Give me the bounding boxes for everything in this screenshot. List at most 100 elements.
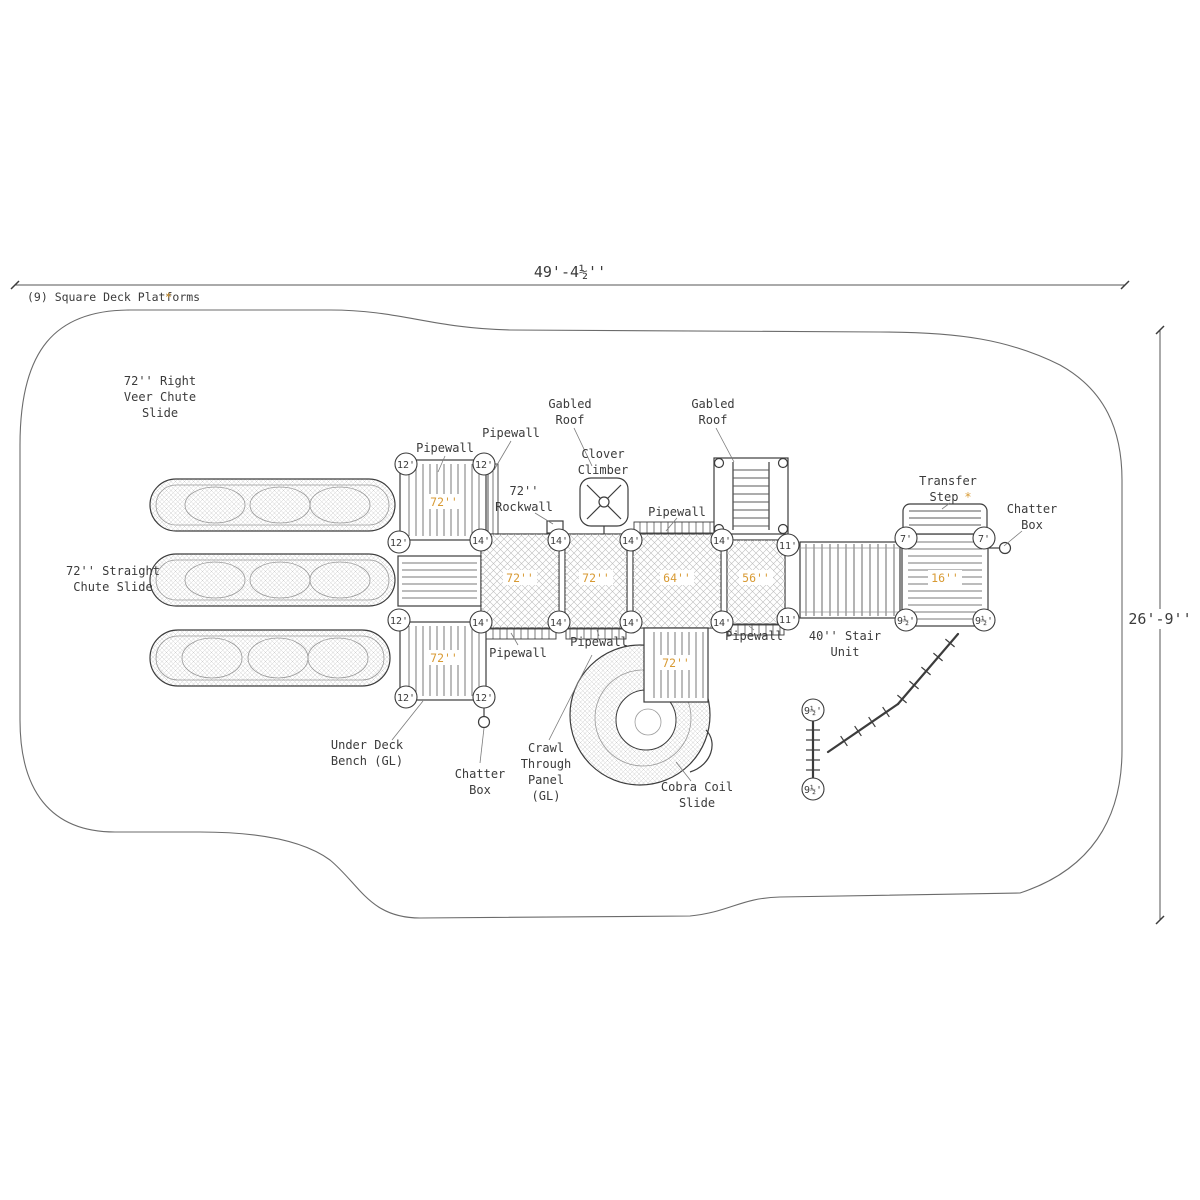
svg-text:Panel: Panel: [528, 773, 564, 787]
height-badge: 14': [619, 610, 643, 634]
size-chip: 64'': [660, 570, 694, 585]
label-pipewall-3: Pipewall: [648, 505, 706, 519]
pipewall-strip-top: [633, 521, 721, 534]
dim-tick-right: [1120, 280, 1130, 290]
label-pipewall-2: Pipewall: [482, 426, 540, 440]
svg-text:72'': 72'': [430, 495, 458, 509]
platforms-note-asterisk: *: [165, 290, 172, 304]
size-chip: 72'': [579, 570, 613, 585]
deck-height-badges: 12' 12' 12' 12' 12' 12' 14' 14' 14' 14' …: [387, 452, 996, 801]
svg-text:9½': 9½': [804, 784, 822, 796]
svg-text:72'': 72'': [662, 656, 690, 670]
svg-text:12': 12': [397, 460, 415, 471]
size-chip: 72'': [427, 650, 461, 665]
height-badge: 9½': [801, 777, 825, 801]
svg-text:72'' Right: 72'' Right: [124, 374, 196, 388]
label-pipewall-1: Pipewall: [416, 441, 474, 455]
svg-text:9½': 9½': [897, 615, 915, 627]
svg-text:12': 12': [475, 460, 493, 471]
label-straight-chute: 72'' Straight Chute Slide: [66, 564, 160, 594]
size-chip: 56'': [739, 570, 773, 585]
svg-text:Gabled: Gabled: [691, 397, 734, 411]
height-badge: 12': [394, 452, 418, 476]
pipewall-strip-bottom-b: [565, 628, 627, 640]
svg-text:11': 11': [779, 541, 797, 552]
height-badge: 9½': [894, 608, 918, 632]
width-dimension: 49'-4½'': [10, 263, 1130, 290]
height-badge: 14': [619, 528, 643, 552]
gabled-roof-structure: [713, 457, 789, 535]
svg-text:9½': 9½': [804, 705, 822, 717]
height-badge: 11': [776, 533, 800, 557]
height-badge: 11': [776, 607, 800, 631]
svg-text:Veer Chute: Veer Chute: [124, 390, 196, 404]
svg-text:Transfer: Transfer: [919, 474, 977, 488]
height-badge: 12': [472, 685, 496, 709]
svg-text:72'' Straight: 72'' Straight: [66, 564, 160, 578]
height-badge: 9½': [801, 698, 825, 722]
size-chip: 72'': [427, 494, 461, 509]
label-chatter-box-left: Chatter Box: [455, 767, 506, 797]
svg-text:40'' Stair: 40'' Stair: [809, 629, 881, 643]
height-dimension-text: 26'-9'': [1128, 610, 1191, 628]
main-deck-b: [564, 533, 628, 629]
size-chip: 16'': [928, 570, 962, 585]
svg-text:Under Deck: Under Deck: [331, 738, 404, 752]
transfer-step: [902, 503, 988, 535]
svg-text:12': 12': [475, 693, 493, 704]
dim-text-backing: [1127, 609, 1193, 629]
svg-text:Step: Step: [930, 490, 959, 504]
pipewall-strip-bottom-a: [485, 628, 557, 640]
svg-text:Chatter: Chatter: [455, 767, 506, 781]
svg-text:14': 14': [622, 536, 640, 547]
label-crawl-through: Crawl Through Panel (GL): [521, 741, 572, 803]
stair-unit: [799, 541, 901, 619]
svg-text:72'': 72'': [430, 651, 458, 665]
height-badge: 9½': [972, 608, 996, 632]
height-badge: 14': [710, 528, 734, 552]
height-badge: 7': [972, 526, 996, 550]
height-badge: 12': [387, 530, 411, 554]
svg-text:7': 7': [900, 534, 912, 545]
svg-text:Slide: Slide: [679, 796, 715, 810]
height-badge: 12': [387, 608, 411, 632]
label-under-deck-bench: Under Deck Bench (GL): [331, 738, 404, 768]
label-stair-unit: 40'' Stair Unit: [809, 629, 881, 659]
platforms-note-text: (9) Square Deck Platforms: [27, 290, 200, 304]
label-gabled-roof-right: Gabled Roof: [691, 397, 734, 427]
svg-text:14': 14': [713, 618, 731, 629]
use-zone-boundary: [19, 309, 1123, 919]
svg-text:Rockwall: Rockwall: [495, 500, 553, 514]
svg-text:12': 12': [397, 693, 415, 704]
svg-text:72'': 72'': [582, 571, 610, 585]
svg-text:Roof: Roof: [556, 413, 585, 427]
svg-text:72'': 72'': [510, 484, 539, 498]
straight-chute-slide: [149, 553, 396, 607]
svg-text:11': 11': [779, 615, 797, 626]
dim-tick-bottom: [1155, 915, 1165, 925]
height-badge: 14': [469, 610, 493, 634]
label-pipewall-4: Pipewall: [489, 646, 547, 660]
svg-text:Bench (GL): Bench (GL): [331, 754, 403, 768]
svg-text:14': 14': [550, 536, 568, 547]
height-badge: 14': [469, 528, 493, 552]
label-chatter-box-right: Chatter Box: [1007, 502, 1058, 532]
size-chip: 72'': [659, 655, 693, 670]
label-gabled-roof-left: Gabled Roof: [548, 397, 591, 427]
svg-text:16'': 16'': [931, 571, 959, 585]
svg-text:72'': 72'': [506, 571, 534, 585]
dim-tick-left: [10, 280, 20, 290]
svg-text:Gabled: Gabled: [548, 397, 591, 411]
third-chute-slide: [149, 629, 391, 687]
transfer-step-asterisk: *: [964, 490, 971, 504]
label-pipewall-5: Pipewall: [570, 635, 628, 649]
height-badge: 7': [894, 526, 918, 550]
svg-text:Unit: Unit: [831, 645, 860, 659]
svg-text:14': 14': [550, 618, 568, 629]
leader-lines: [391, 427, 1023, 782]
label-rockwall: 72'' Rockwall: [495, 484, 553, 514]
label-clover-climber: Clover Climber: [578, 447, 629, 477]
svg-text:Through: Through: [521, 757, 572, 771]
height-badge: 14': [547, 528, 571, 552]
